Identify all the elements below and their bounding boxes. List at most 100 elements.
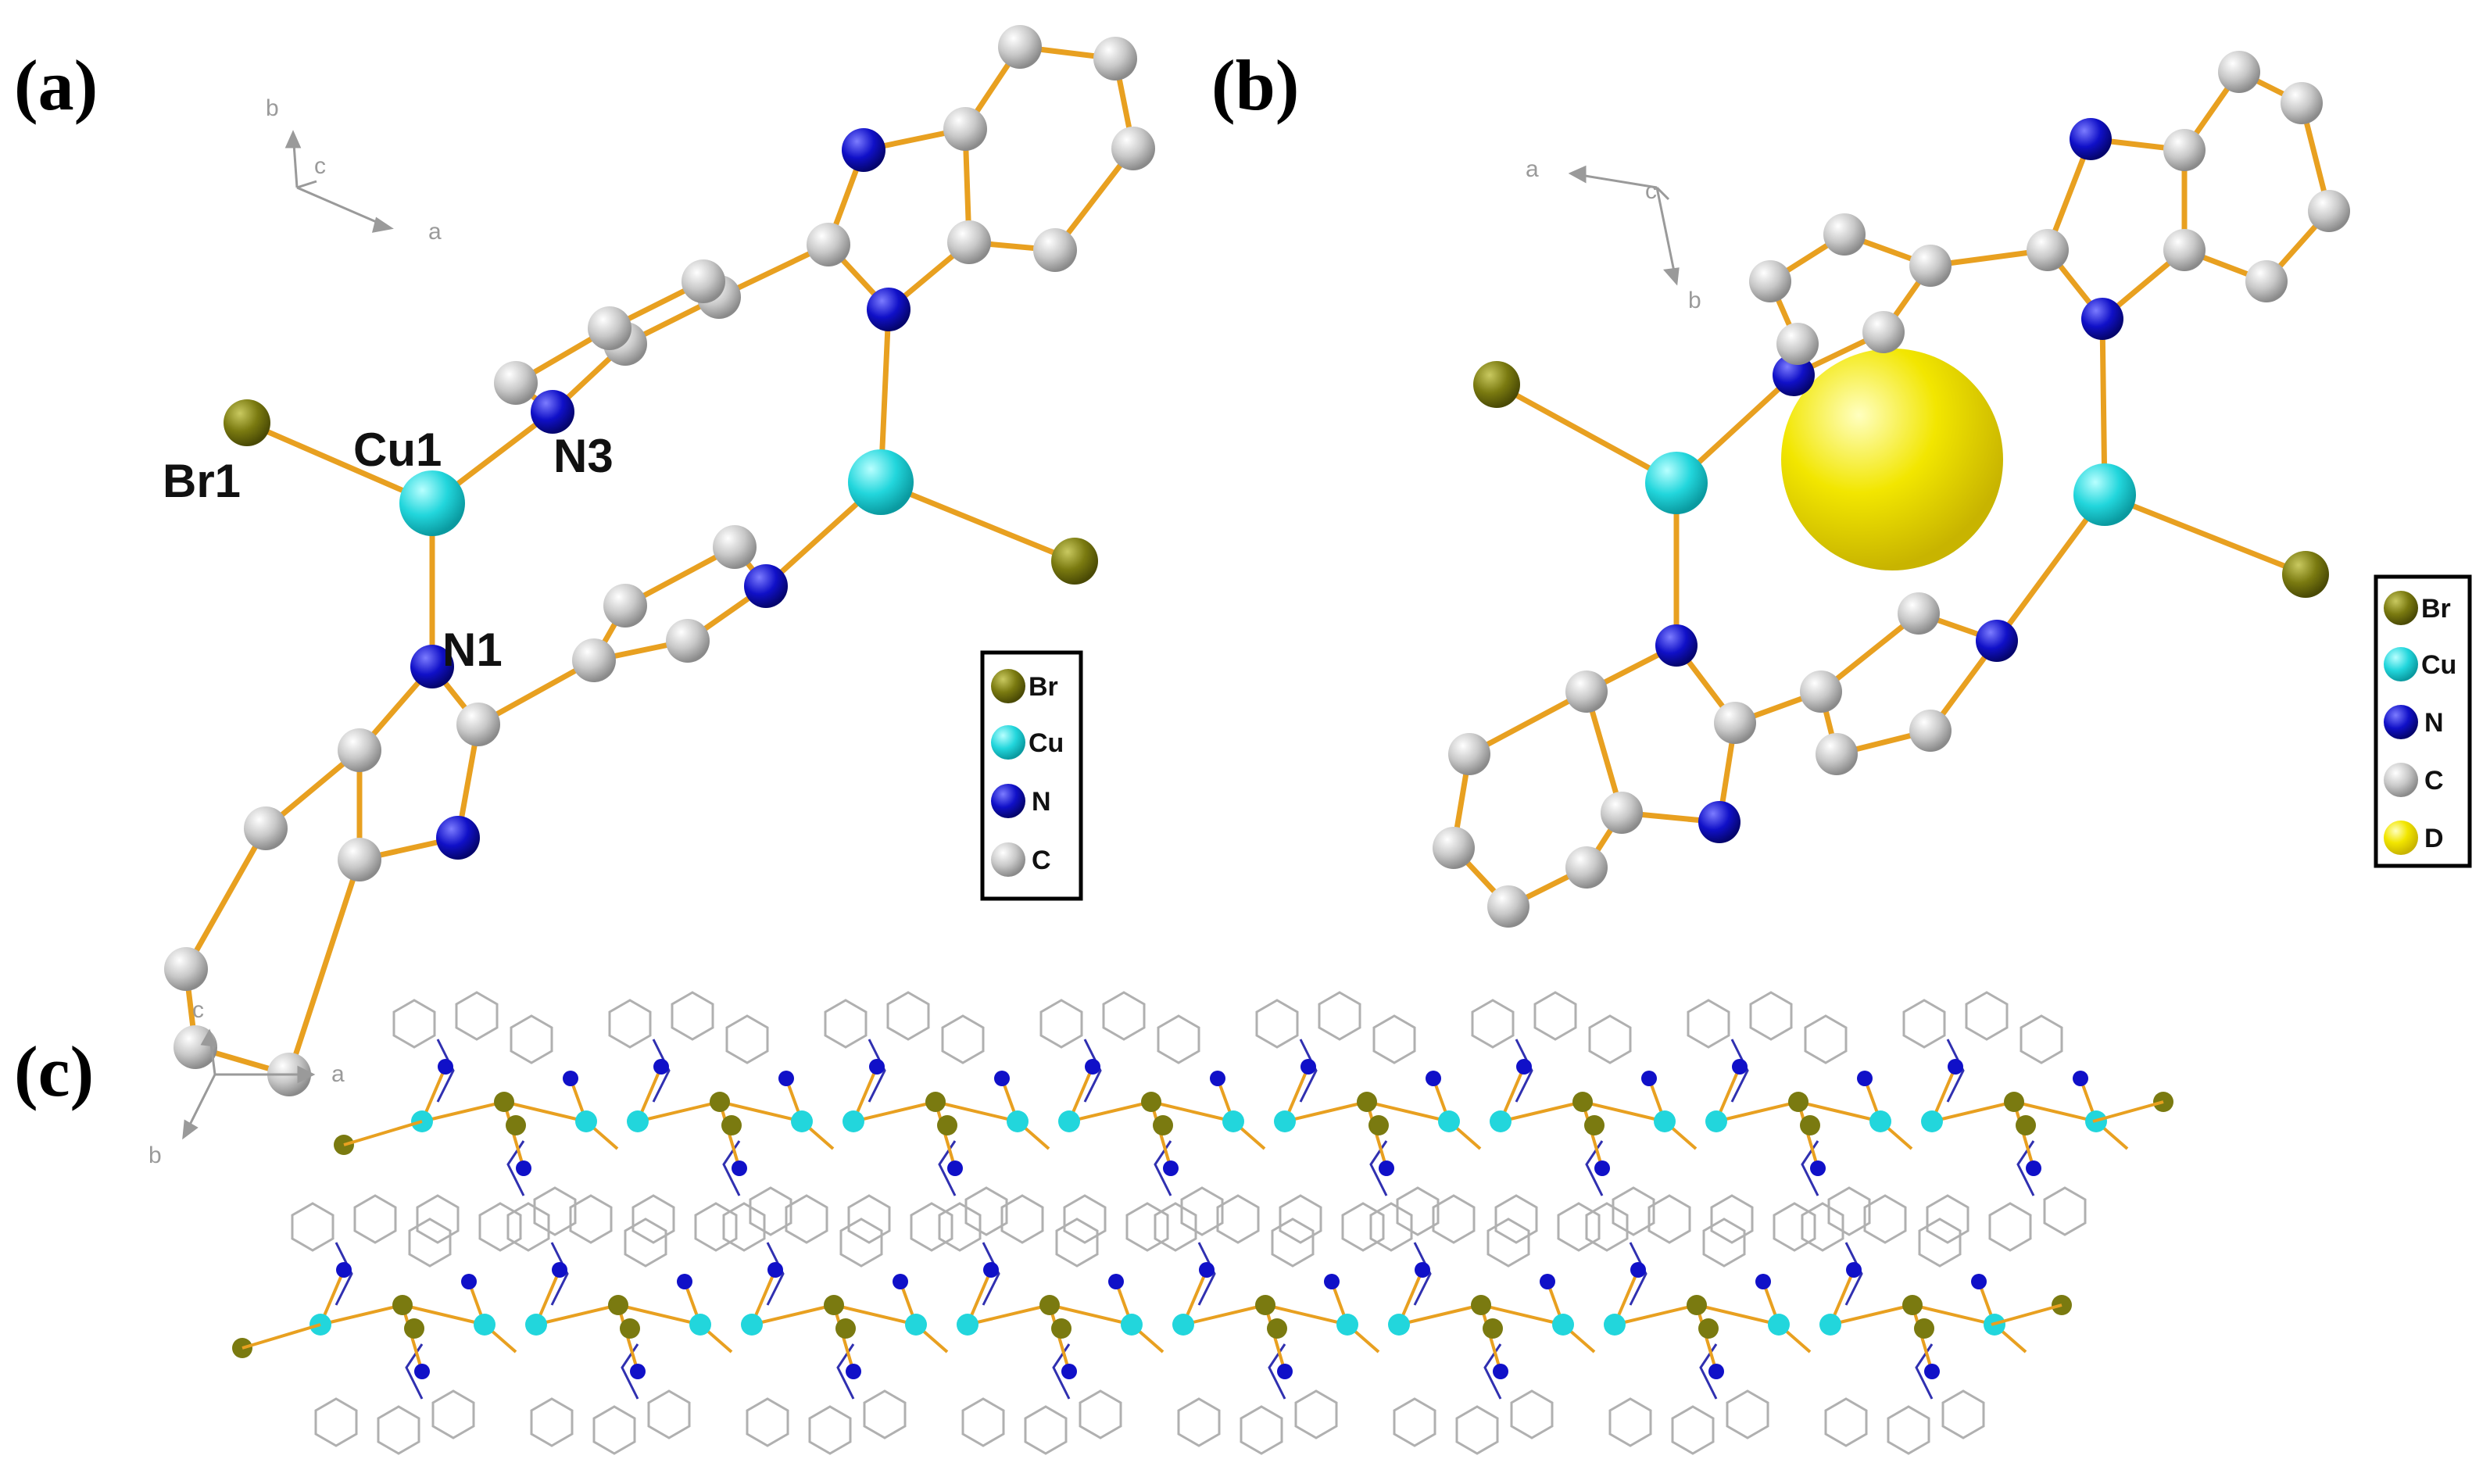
chain-br-atom — [1483, 1318, 1503, 1339]
atom-br1 — [224, 399, 270, 446]
ligand-ring — [377, 1405, 420, 1455]
ligand-ring — [671, 991, 714, 1041]
chain-n-atom — [1108, 1274, 1124, 1289]
ligand-ring — [1801, 1202, 1844, 1252]
label-n1: N1 — [442, 624, 503, 676]
ligand-ring — [510, 1014, 553, 1064]
atom-c — [2163, 229, 2206, 271]
chain-bond — [967, 1303, 1050, 1326]
atom-cu — [1645, 452, 1708, 514]
chain-bond — [2092, 1100, 2164, 1123]
axis-a-a-label: a — [428, 219, 442, 245]
legend-b-cu-swatch — [2384, 647, 2418, 681]
ligand-ring — [941, 1014, 985, 1064]
chain-n-atom — [336, 1262, 352, 1278]
atom-c — [943, 107, 987, 151]
ligand-ring — [785, 1194, 828, 1244]
ligand-link — [1629, 1242, 1647, 1306]
chain-cu-atom — [1705, 1110, 1727, 1132]
chain-bond — [1500, 1100, 1583, 1123]
label-n3: N3 — [553, 430, 614, 482]
chain-n-atom — [947, 1160, 963, 1176]
ligand-ring — [1887, 1405, 1930, 1455]
ligand-ring — [1369, 1202, 1413, 1252]
ligand-ring — [1902, 999, 1946, 1049]
ligand-ring — [2020, 1014, 2063, 1064]
ligand-ring — [1039, 999, 1083, 1049]
atom-br — [2282, 551, 2329, 598]
chain-cu-atom — [1654, 1110, 1676, 1132]
chain-bond — [535, 1303, 619, 1326]
ligand-ring — [530, 1397, 574, 1447]
chain-br-atom — [392, 1295, 413, 1315]
legend-b-d-swatch — [2384, 821, 2418, 855]
atom-c — [947, 220, 991, 264]
chain-bond — [1582, 1100, 1665, 1123]
chain-br-atom — [937, 1115, 957, 1135]
chain-br-atom — [1584, 1115, 1605, 1135]
ligand-link — [550, 1242, 569, 1306]
legend-b-br-label: Br — [2421, 594, 2451, 624]
ligand-ring — [1557, 1202, 1601, 1252]
atom-n3 — [531, 390, 574, 434]
ligand-ring — [938, 1202, 982, 1252]
atom-c — [1448, 733, 1490, 775]
chain-n-atom — [1493, 1364, 1508, 1379]
panel-a-label: (a) — [14, 45, 98, 125]
atom-n — [1773, 354, 1815, 396]
ligand-ring — [1216, 1194, 1260, 1244]
chain-bond — [1284, 1100, 1368, 1123]
ligand-ring — [592, 1405, 636, 1455]
ligand-ring — [961, 1397, 1005, 1447]
panel-c-label: (c) — [14, 1032, 94, 1111]
chain-n-atom — [778, 1071, 794, 1086]
chain-cu-atom — [1552, 1314, 1574, 1336]
chain-cu-atom — [1274, 1110, 1296, 1132]
atom-c — [2245, 260, 2288, 302]
ligand-ring — [1612, 1186, 1655, 1236]
ligand-ring — [1510, 1389, 1554, 1439]
ligand-ring — [1926, 1194, 1969, 1244]
ligand-ring — [1079, 1389, 1122, 1439]
legend-b: Br Cu N C D — [2374, 574, 2472, 868]
chain-cu-atom — [905, 1314, 927, 1336]
ligand-ring — [1585, 1202, 1629, 1252]
panel-b: (b) a c b — [1211, 45, 2472, 928]
ligand-ring — [722, 1202, 766, 1252]
atom-n — [2070, 118, 2112, 160]
ligand-ring — [1255, 999, 1299, 1049]
atom-c — [588, 306, 631, 350]
ligand-ring — [1702, 1218, 1746, 1268]
chain-cu-atom — [1438, 1110, 1460, 1132]
ligand-ring — [749, 1186, 792, 1236]
ligand-ring — [1177, 1397, 1221, 1447]
chain-n-atom — [1210, 1071, 1225, 1086]
atoms-a — [164, 25, 1155, 1096]
ligand-link — [1197, 1242, 1216, 1306]
atom-c — [1816, 733, 1858, 775]
ligand-ring — [1157, 1014, 1200, 1064]
ligand-ring — [647, 1389, 691, 1439]
ligand-link — [1299, 1039, 1318, 1103]
ligand-ring — [1318, 991, 1361, 1041]
chain-n-atom — [653, 1059, 669, 1075]
ligand-ring — [478, 1202, 522, 1252]
atom-n — [2081, 298, 2123, 340]
ligand-ring — [746, 1397, 789, 1447]
atom-n — [1655, 624, 1698, 667]
ligand-ring — [624, 1218, 667, 1268]
atom-c — [1487, 885, 1529, 928]
chain-n-atom — [2026, 1160, 2041, 1176]
ligand-ring — [847, 1194, 891, 1244]
chain-br-atom — [1902, 1295, 1923, 1315]
chain-n-atom — [983, 1262, 999, 1278]
ligand-ring — [824, 999, 868, 1049]
chain-n-atom — [438, 1059, 453, 1075]
chain-br-atom — [1368, 1115, 1389, 1135]
ligand-ring — [1486, 1218, 1530, 1268]
void-sphere — [1781, 349, 2003, 570]
legend-b-d-label: D — [2424, 824, 2444, 853]
chain-n-atom — [869, 1059, 885, 1075]
chain-n-atom — [2073, 1071, 2088, 1086]
chain-n-atom — [1277, 1364, 1293, 1379]
